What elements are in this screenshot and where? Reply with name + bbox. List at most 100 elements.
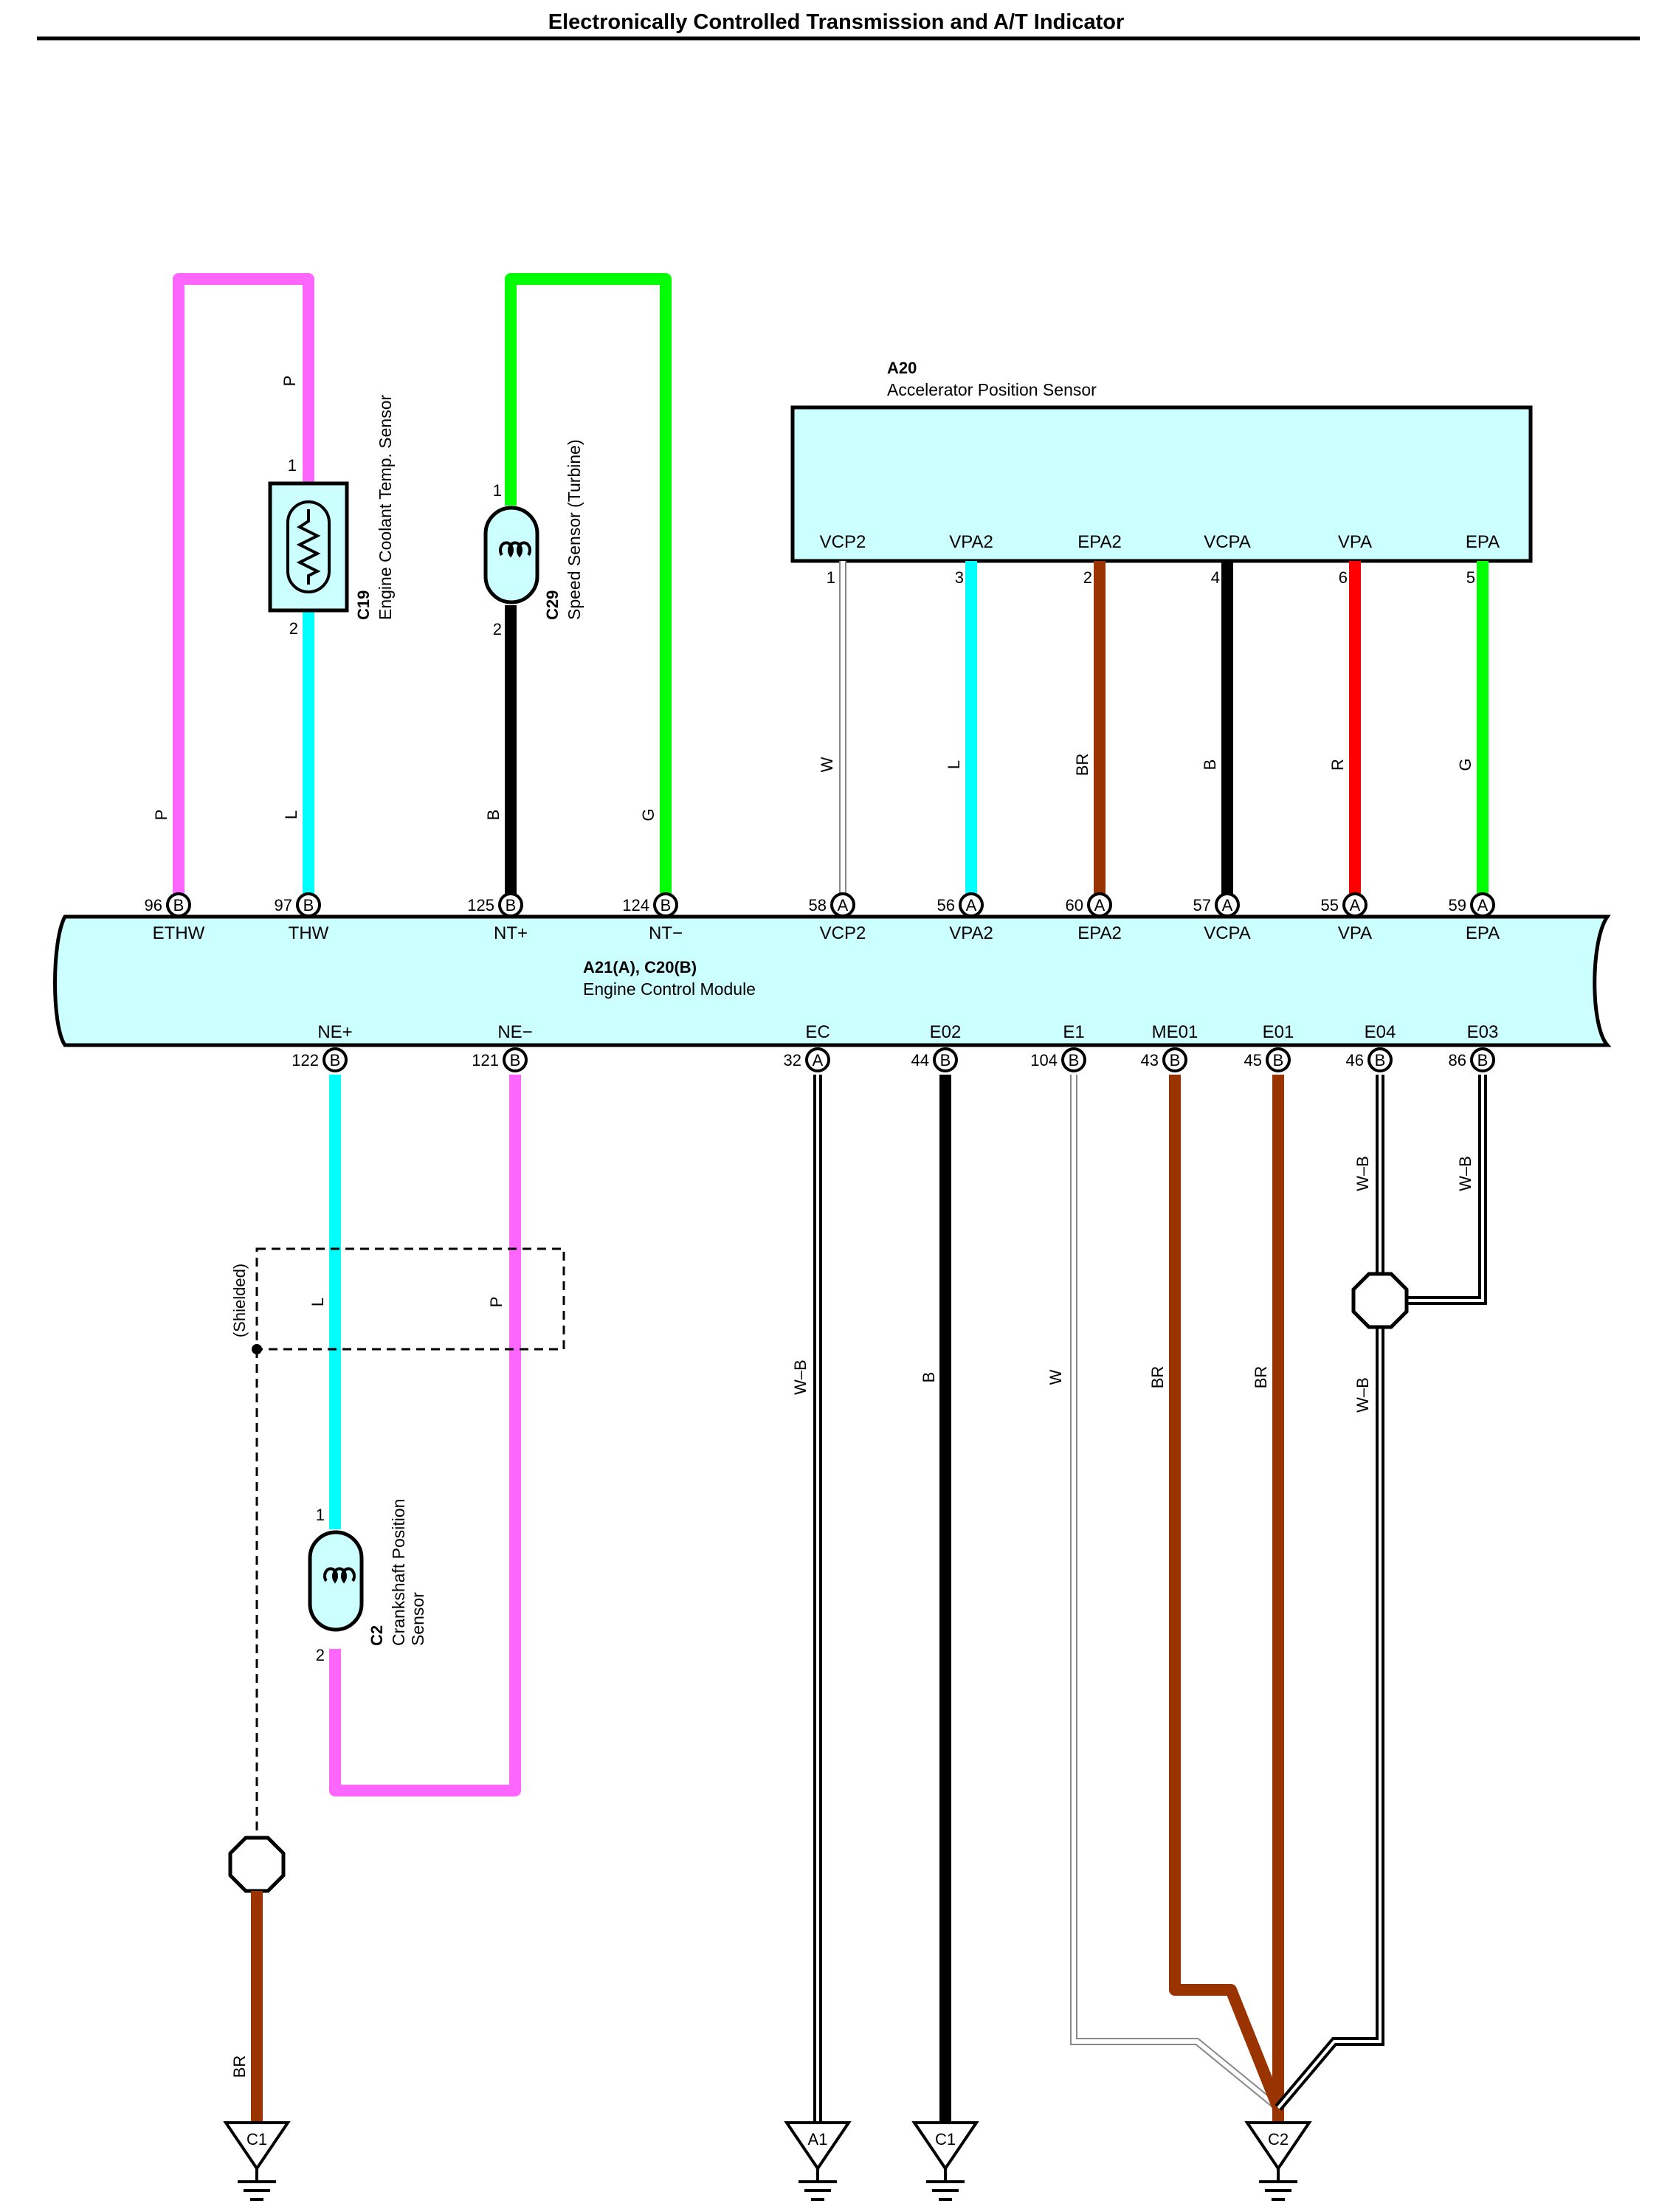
pin-number: 43 xyxy=(1141,1051,1159,1069)
c29-name: Speed Sensor (Turbine) xyxy=(565,439,584,620)
ground-2: C1 xyxy=(911,2121,979,2201)
aps-pin-epa: 5 xyxy=(1466,568,1475,587)
wire-color-e04-out: W–B xyxy=(1353,1377,1372,1413)
ground-label: C1 xyxy=(935,2130,956,2149)
connector-circle xyxy=(830,892,855,917)
pin-name: ME01 xyxy=(1152,1022,1198,1042)
c19-pin1: 1 xyxy=(288,456,297,475)
ground-label: C2 xyxy=(1268,2130,1289,2149)
pin-number: 122 xyxy=(292,1051,319,1069)
connector-circle xyxy=(653,892,678,917)
pin-number: 56 xyxy=(937,896,955,914)
connector-circle xyxy=(1215,892,1240,917)
connector-letter: A xyxy=(1094,896,1106,914)
wire-color-e04: W–B xyxy=(1353,1156,1372,1191)
wire-color-ne-minus: P xyxy=(487,1297,506,1308)
aps-term-epa2: EPA2 xyxy=(1077,532,1122,552)
connector-letter: A xyxy=(966,896,977,914)
ecm-bottom-pins: NE+B122NE−B121ECA32E02B44E1B104ME01B43E0… xyxy=(292,1022,1498,1072)
pin-number: 96 xyxy=(145,896,162,914)
pin-number: 46 xyxy=(1346,1051,1364,1069)
c29-id: C29 xyxy=(543,590,562,620)
pin-name: EPA xyxy=(1466,923,1500,943)
connector-letter: A xyxy=(1222,896,1233,914)
wire-e04 xyxy=(1275,1075,1384,2111)
connector-letter: B xyxy=(1375,1051,1386,1069)
connector-letter: A xyxy=(1350,896,1361,914)
c19-id: C19 xyxy=(354,590,373,620)
aps-name: Accelerator Position Sensor xyxy=(887,380,1097,399)
pin-name: ETHW xyxy=(153,923,205,943)
shield-box xyxy=(255,1247,565,1351)
wire-color-epa: G xyxy=(1456,758,1475,771)
connector-letter: B xyxy=(940,1051,951,1069)
wire-color-e03: W–B xyxy=(1456,1156,1475,1191)
wire-color-vpa2: L xyxy=(945,760,963,769)
wire-color-nt-minus: G xyxy=(639,808,658,821)
c19-name: Engine Coolant Temp. Sensor xyxy=(376,395,395,620)
pin-number: 57 xyxy=(1193,896,1211,914)
wire-color-e02: B xyxy=(920,1372,938,1383)
connector-circle xyxy=(166,892,191,917)
aps-term-vpa: VPA xyxy=(1338,532,1372,552)
connector-circle xyxy=(1342,892,1367,917)
ground-3: C2 xyxy=(1244,2121,1312,2201)
connector-letter: A xyxy=(1477,896,1489,914)
connector-letter: B xyxy=(510,1051,521,1069)
aps-box xyxy=(790,405,1533,563)
c2-sensor xyxy=(308,1530,364,1632)
connector-circle xyxy=(805,1047,830,1072)
wire-color-c19-top: P xyxy=(280,376,299,387)
connector-circle xyxy=(1162,1047,1187,1072)
connector-circle xyxy=(1266,1047,1291,1072)
aps-term-epa: EPA xyxy=(1466,532,1500,552)
connector-letter: B xyxy=(173,896,184,914)
c29-pin2: 2 xyxy=(493,620,502,638)
c2-pin1: 1 xyxy=(316,1506,325,1524)
pin-name: E04 xyxy=(1365,1022,1396,1042)
wire-color-e01: BR xyxy=(1252,1366,1270,1389)
wire-color-shield: BR xyxy=(230,2056,249,2078)
connector-letter: B xyxy=(1069,1051,1080,1069)
aps-id: A20 xyxy=(887,359,917,377)
wire-color-e1: W xyxy=(1046,1369,1065,1385)
wire-ne-minus xyxy=(329,1075,521,1796)
aps-wires xyxy=(839,561,1489,902)
pin-name: NE− xyxy=(497,1022,532,1042)
pin-number: 121 xyxy=(472,1051,499,1069)
wire-color-nt-plus: B xyxy=(484,810,503,821)
pin-number: 45 xyxy=(1244,1051,1262,1069)
pin-name: E02 xyxy=(930,1022,962,1042)
ground-1: A1 xyxy=(784,2121,852,2201)
pin-name: NT+ xyxy=(494,923,528,943)
pin-name: VCPA xyxy=(1204,923,1251,943)
connector-letter: B xyxy=(506,896,517,914)
wire-me01 xyxy=(1169,1075,1284,2110)
connector-circle xyxy=(1087,892,1112,917)
wire-color-vcp2: W xyxy=(818,757,836,772)
connector-letter: B xyxy=(661,896,672,914)
connector-letter: A xyxy=(838,896,849,914)
wire-e03 xyxy=(1407,1075,1487,1305)
aps-pin-vpa: 6 xyxy=(1339,568,1348,587)
shielded-label: (Shielded) xyxy=(230,1264,249,1337)
c2-name-line1: Crankshaft Position xyxy=(389,1499,408,1646)
pin-number: 104 xyxy=(1030,1051,1058,1069)
connector-circle xyxy=(1470,892,1495,917)
ecm-pin-bottom-1: NE− B 121 xyxy=(472,1022,533,1072)
connector-circle xyxy=(933,1047,958,1072)
ground-triangle xyxy=(1244,2121,1312,2171)
connector-circle xyxy=(296,892,321,917)
pin-number: 58 xyxy=(809,896,827,914)
